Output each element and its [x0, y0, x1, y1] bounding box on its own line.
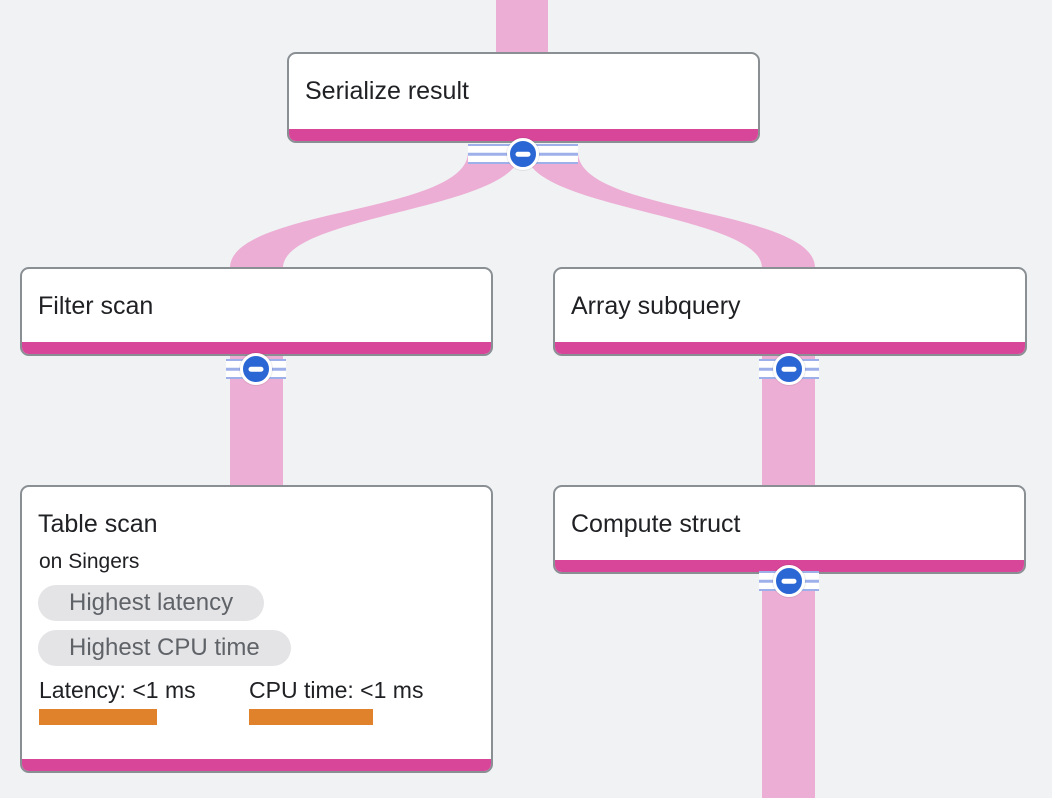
edge-serialize-result-to-array-subquery — [526, 152, 815, 268]
edge-compute-struct-to-offscreen-bottom — [762, 562, 815, 798]
node-serialize-result[interactable]: Serialize result — [287, 52, 760, 143]
edge-array-subquery-to-compute-struct — [762, 346, 815, 486]
collapse-button-filter-scan[interactable] — [226, 353, 286, 385]
badge-highest-latency: Highest latency — [38, 585, 265, 621]
node-compute-struct[interactable]: Compute struct — [553, 485, 1026, 574]
stat-bar-latency — [39, 709, 157, 725]
minus-circle-icon — [773, 353, 805, 385]
edge-serialize-result-to-filter-scan — [230, 152, 520, 268]
node-title: Compute struct — [571, 510, 741, 538]
collapse-button-compute-struct[interactable] — [759, 565, 819, 597]
node-accent-bar — [22, 342, 491, 354]
node-title: Table scan — [38, 510, 158, 538]
collapse-button-serialize-result[interactable] — [468, 138, 578, 170]
node-filter-scan[interactable]: Filter scan — [20, 267, 493, 356]
node-accent-bar — [22, 759, 491, 771]
edge-offscreen-top-to-serialize-result — [496, 0, 548, 54]
minus-circle-icon — [507, 138, 539, 170]
node-accent-bar — [289, 129, 758, 141]
collapse-button-array-subquery[interactable] — [759, 353, 819, 385]
node-subtitle: on Singers — [39, 550, 140, 573]
stat-label: CPU time: <1 ms — [249, 677, 424, 703]
minus-circle-icon — [240, 353, 272, 385]
edge-filter-scan-to-table-scan — [230, 346, 283, 486]
node-title: Array subquery — [571, 292, 741, 320]
stat-cpu-time: CPU time: <1 ms — [249, 676, 423, 725]
node-title: Filter scan — [38, 292, 154, 320]
node-accent-bar — [555, 342, 1025, 354]
node-table-scan[interactable]: Table scan on Singers Highest latency Hi… — [20, 485, 493, 773]
stat-latency: Latency: <1 ms — [39, 676, 196, 725]
minus-circle-icon — [773, 565, 805, 597]
node-title: Serialize result — [305, 77, 469, 105]
stat-bar-cpu-time — [249, 709, 373, 725]
stat-label: Latency: <1 ms — [39, 677, 196, 703]
badge-highest-cpu-time: Highest CPU time — [38, 630, 291, 666]
node-array-subquery[interactable]: Array subquery — [553, 267, 1027, 356]
